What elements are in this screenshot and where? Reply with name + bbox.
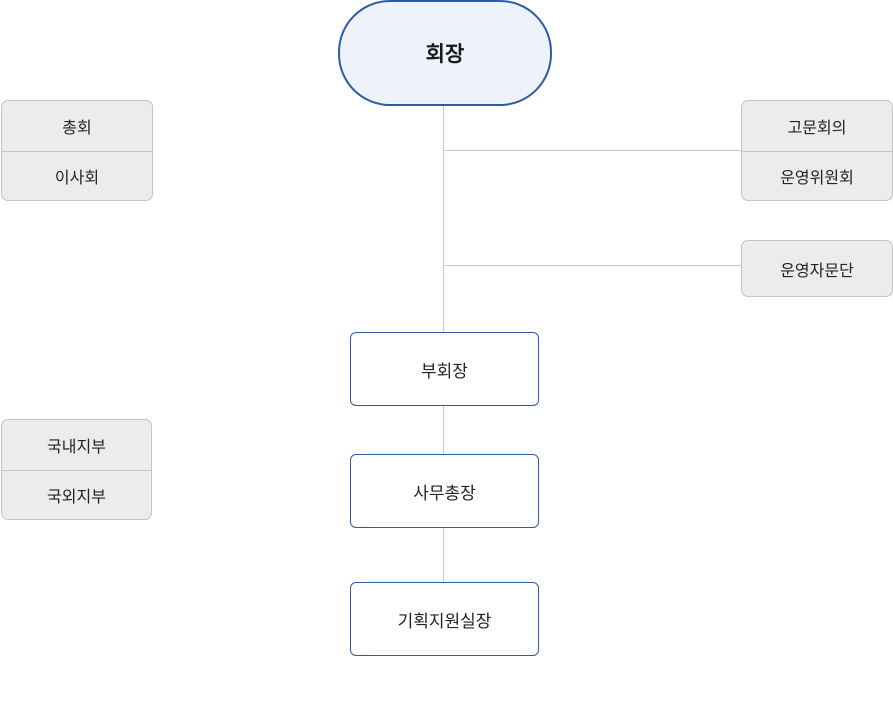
planning-support-director-node: 기획지원실장 (350, 582, 539, 656)
secretary-general-node: 사무총장 (350, 454, 539, 528)
domestic-branch-box: 국내지부 (47, 436, 106, 456)
general-assembly-board-group: 총회 이사회 (1, 100, 153, 201)
branches-group: 국내지부 국외지부 (1, 419, 152, 520)
general-assembly-box: 총회 (62, 117, 92, 137)
board-of-directors-box: 이사회 (2, 150, 152, 201)
connector-root-to-vice (443, 104, 444, 333)
steering-committee-box: 운영위원회 (742, 150, 892, 201)
connector-to-advisory-panel (443, 265, 742, 266)
advisory-council-box: 고문회의 (787, 117, 847, 137)
vice-president-node: 부회장 (350, 332, 539, 406)
operations-advisory-panel-box: 운영자문단 (780, 260, 854, 280)
connector-to-advisory (443, 150, 742, 151)
connector-vice-to-secretary (443, 405, 444, 455)
president-node: 회장 (338, 0, 552, 106)
connector-secretary-to-planning (443, 527, 444, 583)
overseas-branch-box: 국외지부 (2, 469, 151, 520)
advisory-panel-group: 운영자문단 (741, 240, 893, 297)
advisory-committee-group: 고문회의 운영위원회 (741, 100, 893, 201)
